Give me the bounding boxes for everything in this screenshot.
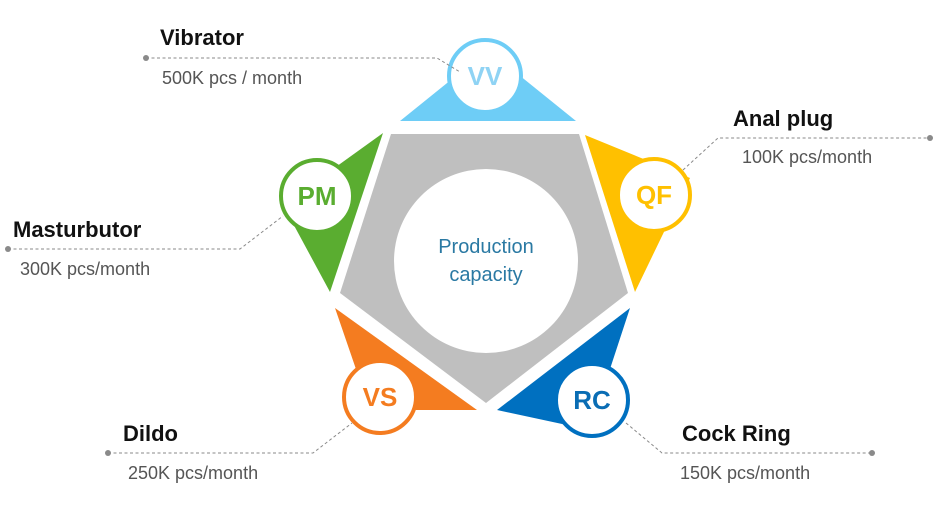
badge-pm: PM: [279, 158, 355, 234]
badge-rc: RC: [554, 362, 630, 438]
svg-text:QF: QF: [636, 180, 672, 210]
svg-text:PM: PM: [298, 181, 337, 211]
center-label-line2: capacity: [449, 264, 522, 286]
label-anal-plug-name: Anal plug: [733, 106, 833, 131]
center-label-line1: Production: [438, 236, 534, 258]
label-anal-plug-capacity: 100K pcs/month: [742, 147, 872, 167]
leader-dildo: [105, 422, 353, 456]
svg-text:VS: VS: [363, 382, 398, 412]
label-dildo-capacity: 250K pcs/month: [128, 463, 258, 483]
label-dildo-name: Dildo: [123, 421, 178, 446]
label-masturbutor-capacity: 300K pcs/month: [20, 259, 150, 279]
label-masturbutor-name: Masturbutor: [13, 217, 142, 242]
leader-masturbutor: [5, 215, 284, 252]
label-vibrator-name: Vibrator: [160, 25, 244, 50]
leader-cock-ring: [625, 422, 875, 456]
label-cock-ring-name: Cock Ring: [682, 421, 791, 446]
badge-vs: VS: [342, 359, 418, 435]
svg-text:VV: VV: [468, 61, 503, 91]
svg-text:RC: RC: [573, 385, 611, 415]
label-vibrator-capacity: 500K pcs / month: [162, 68, 302, 88]
badge-qf: QF: [616, 157, 692, 233]
center-circle: [394, 169, 578, 353]
leader-anal-plug: [682, 135, 933, 171]
badge-vv: VV: [447, 38, 523, 114]
label-cock-ring-capacity: 150K pcs/month: [680, 463, 810, 483]
leader-vibrator: [143, 55, 461, 73]
